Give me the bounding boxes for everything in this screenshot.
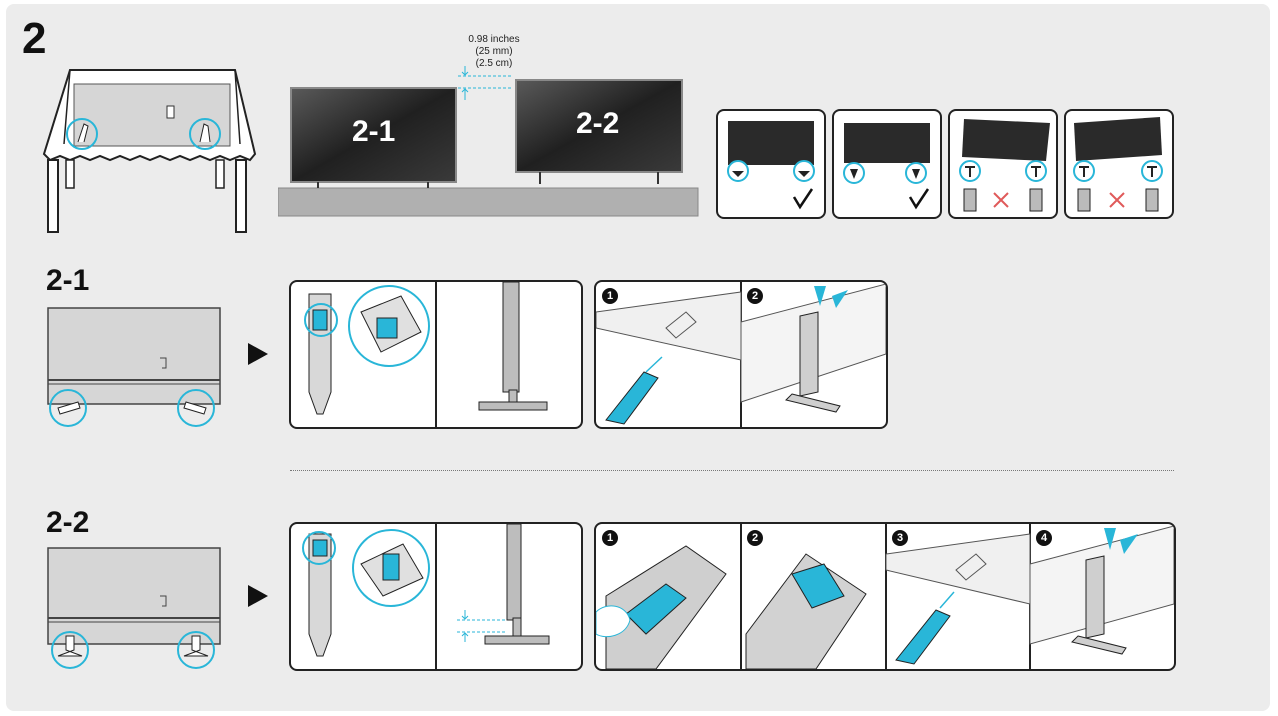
step-number: 2 (22, 14, 47, 63)
attach-steps-panel-2-2 (594, 522, 1176, 671)
stand-detail-panel-2-1 (289, 280, 583, 429)
step-badge-2-1-1: 1 (602, 288, 618, 304)
tv-label-2-2: 2-2 (576, 107, 620, 140)
attach-steps-panel-2-1 (594, 280, 888, 429)
check-panel-2 (832, 109, 942, 219)
section-title-2-1: 2-1 (46, 264, 90, 297)
gap-mm: (25 mm) (475, 46, 513, 57)
check-panel-3 (948, 109, 1058, 219)
gap-dimension-marker (458, 66, 512, 100)
check-panel-4 (1064, 109, 1174, 219)
section-divider (290, 470, 1174, 471)
section-title-2-2: 2-2 (46, 506, 90, 539)
gap-dimension-note: 0.98 inches (25 mm) (2.5 cm) (452, 34, 536, 70)
gap-cm: (2.5 cm) (475, 58, 513, 69)
step-badge-2-2-2: 2 (747, 530, 763, 546)
stand-detail-panel-2-2 (289, 522, 583, 671)
check-panel-1 (716, 109, 826, 219)
tv-positions-illustration (278, 79, 699, 217)
arrow-right-icon (248, 343, 268, 365)
table-cloth-illustration (42, 69, 257, 233)
tv-front-2-1-illustration (47, 307, 221, 427)
step-badge-2-2-4: 4 (1036, 530, 1052, 546)
step-badge-2-2-1: 1 (602, 530, 618, 546)
tv-label-2-1: 2-1 (352, 115, 396, 148)
tv-front-2-2-illustration (47, 547, 221, 669)
arrow-right-icon (248, 585, 268, 607)
step-badge-2-1-2: 2 (747, 288, 763, 304)
step-badge-2-2-3: 3 (892, 530, 908, 546)
gap-inches: 0.98 inches (468, 34, 520, 45)
